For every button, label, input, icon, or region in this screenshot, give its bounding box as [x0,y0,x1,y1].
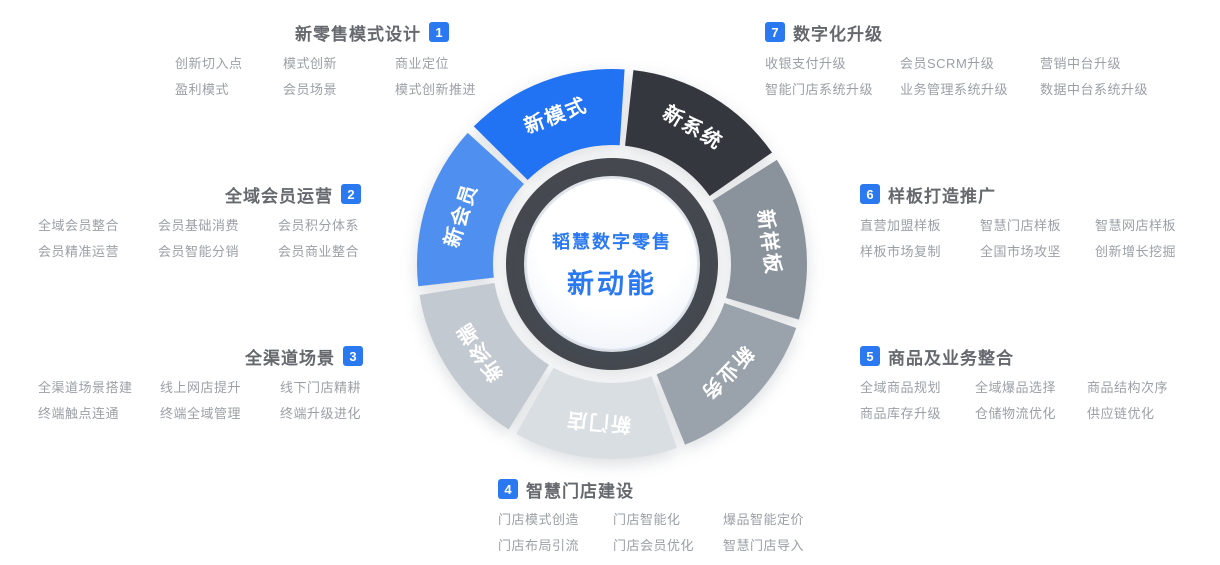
callout-4-items: 门店模式创造 门店智能化 爆品智能定价 门店布局引流 门店会员优化 智慧门店导入 [498,513,804,553]
callout-item: 智慧门店导入 [723,538,805,553]
callout-item: 营销中台升级 [1040,56,1122,71]
callout-item: 会员智能分销 [158,244,240,259]
callout-5-title: 商品及业务整合 [888,348,1014,368]
callout-item: 智慧门店样板 [980,218,1062,233]
callout-item: 会员SCRM升级 [900,56,995,71]
callout-item: 收银支付升级 [765,56,847,71]
callout-item: 全国市场攻坚 [980,244,1062,259]
wheel-segment-新门店 [516,367,677,459]
wheel-segment-新终端 [419,282,549,430]
callout-2-title: 全域会员运营 [225,186,333,206]
callout-7-number-badge: 7 [765,22,785,42]
callout-item: 终端全域管理 [160,406,242,421]
center-ring [506,158,718,370]
callout-item: 会员场景 [283,82,338,97]
callout-item: 会员商业整合 [278,244,360,259]
callout-4-title: 智慧门店建设 [526,481,634,501]
callout-1-title-row: 新零售模式设计 1 [295,22,449,44]
callout-item: 全渠道场景搭建 [38,380,133,395]
callout-3-number-badge: 3 [343,346,363,366]
wheel-segment-新业务 [656,303,797,445]
callout-7-title-row: 7 数字化升级 [765,22,883,44]
callout-5-items: 全域商品规划 全域爆品选择 商品结构次序 商品库存升级 仓储物流优化 供应链优化 [860,381,1168,421]
callout-item: 智能门店系统升级 [765,82,874,97]
callout-item: 门店模式创造 [498,512,580,527]
callout-6-title: 样板打造推广 [888,186,996,206]
callout-6-title-row: 6 样板打造推广 [860,184,996,206]
callout-2-title-row: 全域会员运营 2 [225,184,361,206]
center-subtitle: 新动能 [567,268,657,299]
callout-item: 终端触点连通 [38,406,120,421]
callout-1-items: 创新切入点 模式创新 商业定位 盈利模式 会员场景 模式创新推进 [175,57,476,97]
callout-item: 样板市场复制 [860,244,942,259]
callout-item: 商业定位 [395,56,450,71]
callout-item: 线下门店精耕 [280,380,362,395]
callout-item: 门店会员优化 [613,538,695,553]
callout-7-items: 收银支付升级 会员SCRM升级 营销中台升级 智能门店系统升级 业务管理系统升级… [765,57,1148,97]
callout-item: 全域会员整合 [38,218,120,233]
callout-item: 数据中台系统升级 [1040,82,1149,97]
callout-item: 创新增长挖掘 [1095,244,1177,259]
callout-item: 门店布局引流 [498,538,580,553]
callout-5-number-badge: 5 [860,346,880,366]
callout-item: 商品库存升级 [860,406,942,421]
callout-item: 线上网店提升 [160,380,242,395]
callout-5-title-row: 5 商品及业务整合 [860,346,1014,368]
callout-item: 终端升级进化 [280,406,362,421]
callout-2-number-badge: 2 [341,184,361,204]
callout-item: 会员积分体系 [278,218,360,233]
callout-6-items: 直营加盟样板 智慧门店样板 智慧网店样板 样板市场复制 全国市场攻坚 创新增长挖… [860,219,1176,259]
wheel-segment-新模式 [473,69,625,181]
center-title: 韬慧数字零售 [552,231,672,252]
callout-item: 全域爆品选择 [975,380,1057,395]
callout-6-number-badge: 6 [860,184,880,204]
callout-item: 盈利模式 [175,82,230,97]
callout-item: 仓储物流优化 [975,406,1057,421]
callout-item: 会员精准运营 [38,244,120,259]
wheel-center: 韬慧数字零售 新动能 [526,178,698,350]
callout-item: 会员基础消费 [158,218,240,233]
callout-item: 业务管理系统升级 [900,82,1009,97]
wheel-segment-新样板 [712,159,807,320]
callout-3-items: 全渠道场景搭建 线上网店提升 线下门店精耕 终端触点连通 终端全域管理 终端升级… [38,381,361,421]
callout-3-title: 全渠道场景 [245,348,335,368]
callout-item: 商品结构次序 [1087,380,1169,395]
callout-3-title-row: 全渠道场景 3 [245,346,363,368]
callout-2-items: 全域会员整合 会员基础消费 会员积分体系 会员精准运营 会员智能分销 会员商业整… [38,219,359,259]
callout-item: 爆品智能定价 [723,512,805,527]
callout-item: 智慧网店样板 [1095,218,1177,233]
callout-item: 模式创新 [283,56,338,71]
callout-1-number-badge: 1 [429,22,449,42]
callout-4-number-badge: 4 [498,479,518,499]
callout-item: 创新切入点 [175,56,243,71]
callout-item: 供应链优化 [1087,406,1155,421]
callout-item: 全域商品规划 [860,380,942,395]
wheel-segment-新系统 [625,70,772,196]
callout-7-title: 数字化升级 [793,24,883,44]
callout-item: 模式创新推进 [395,82,477,97]
callout-4-title-row: 4 智慧门店建设 [498,479,634,501]
callout-1-title: 新零售模式设计 [295,24,421,44]
callout-item: 门店智能化 [613,512,681,527]
wheel-segment-新会员 [417,132,524,287]
callout-item: 直营加盟样板 [860,218,942,233]
